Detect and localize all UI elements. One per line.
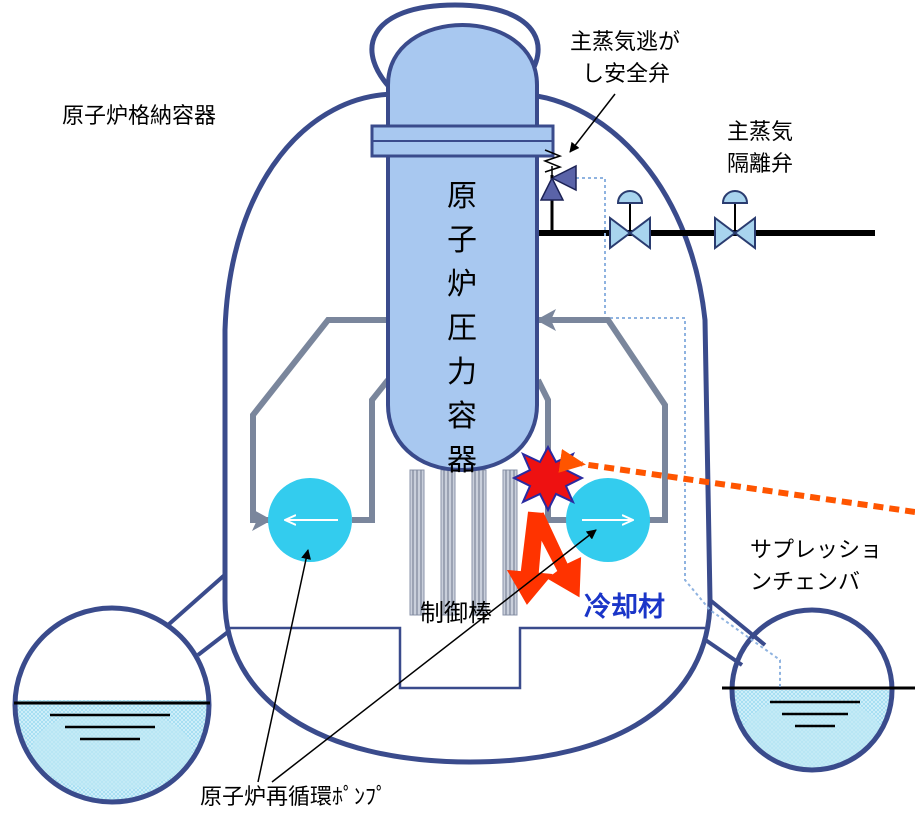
suppression-chamber-left (12, 605, 212, 805)
suppression-chamber-right (722, 607, 915, 773)
pump-icon (268, 478, 352, 562)
suppression-label-line2: ンチェンバ (750, 570, 861, 595)
recirc-pump-label: 原子炉再循環ﾎﾟﾝﾌﾟ (200, 785, 388, 810)
containment-label: 原子炉格納容器 (62, 104, 217, 129)
rpv-flange (370, 124, 555, 158)
coolant-label: 冷却材 (584, 592, 665, 623)
srv-discharge-line (570, 177, 781, 690)
msiv-label-line1: 主蒸気 (727, 120, 794, 145)
msrv-label-line2: し安全弁 (582, 62, 671, 87)
control-rods-label: 制御棒 (420, 599, 492, 627)
relief-valve-icon (539, 149, 577, 201)
coolant-leak-arrows (506, 511, 582, 605)
valve-icon (609, 190, 651, 250)
rpv-label: 原子炉圧力容器 (447, 179, 477, 478)
recirculation-piping-left (250, 317, 391, 531)
msiv-label-line2: 隔離弁 (727, 152, 794, 177)
pedestal (230, 626, 705, 690)
break-indicator-arrow (558, 448, 915, 515)
msrv-label-line1: 主蒸気逃が (570, 30, 681, 55)
leader-lines (257, 93, 616, 783)
pump-icon (566, 478, 650, 562)
suppression-label-line1: サプレッショ (750, 538, 883, 563)
valve-icon (714, 190, 756, 250)
burst-icon (511, 444, 585, 513)
